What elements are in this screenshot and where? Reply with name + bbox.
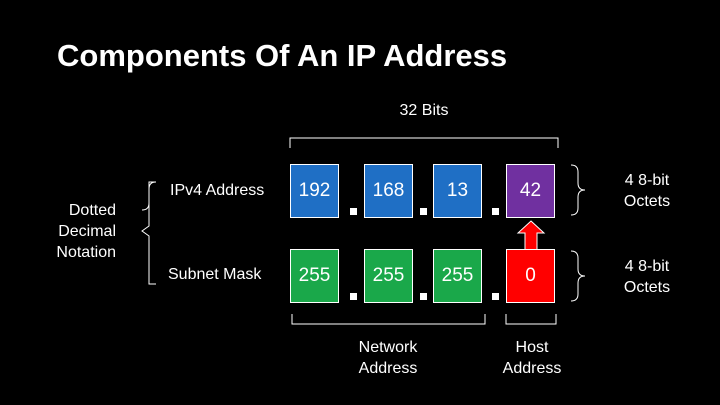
host-address-line-1: Host [515, 339, 549, 356]
dotted-decimal-label: Dotted Decimal Notation [40, 200, 116, 263]
subnet-octet-4: 0 [506, 249, 555, 303]
ipv4-octets-line-1: 4 8-bit [624, 172, 670, 189]
dotted-decimal-line-3: Notation [56, 244, 116, 261]
ipv4-dot-1 [350, 208, 357, 215]
ipv4-dot-3 [492, 208, 499, 215]
ipv4-label: IPv4 Address [170, 182, 265, 199]
bits-label: 32 Bits [399, 102, 449, 119]
network-bracket [291, 314, 486, 325]
ipv4-octet-3: 13 [433, 164, 482, 218]
host-bracket [505, 314, 557, 325]
left-brace-main [141, 181, 156, 285]
subnet-octets-label: 4 8-bit Octets [610, 256, 684, 298]
subnet-octet-3: 255 [433, 249, 482, 303]
subnet-dot-2 [420, 293, 427, 300]
subnet-octet-2: 255 [364, 249, 413, 303]
network-address-line-2: Address [358, 360, 418, 377]
right-brace-top [570, 164, 586, 216]
ipv4-octet-1: 192 [290, 164, 339, 218]
ipv4-octets-line-2: Octets [623, 193, 671, 210]
notation-brace [137, 229, 142, 236]
dotted-decimal-line-1: Dotted [68, 202, 116, 219]
network-address-line-1: Network [358, 339, 418, 356]
subnet-label: Subnet Mask [168, 266, 262, 283]
slide-title: Components Of An IP Address [57, 38, 508, 73]
ipv4-octet-4: 42 [506, 164, 555, 218]
ipv4-dot-2 [420, 208, 427, 215]
host-address-label: Host Address [490, 337, 574, 379]
ipv4-octet-2: 168 [364, 164, 413, 218]
subnet-octets-line-2: Octets [623, 279, 671, 296]
subnet-octets-line-1: 4 8-bit [624, 258, 670, 275]
subnet-octet-1: 255 [290, 249, 339, 303]
ipv4-octets-label: 4 8-bit Octets [610, 170, 684, 212]
right-brace-bottom [570, 250, 586, 302]
host-address-line-2: Address [502, 360, 562, 377]
subnet-dot-3 [492, 293, 499, 300]
dotted-decimal-line-2: Decimal [58, 223, 116, 240]
subnet-dot-1 [350, 293, 357, 300]
network-address-label: Network Address [346, 337, 430, 379]
bits-bracket [289, 137, 559, 148]
